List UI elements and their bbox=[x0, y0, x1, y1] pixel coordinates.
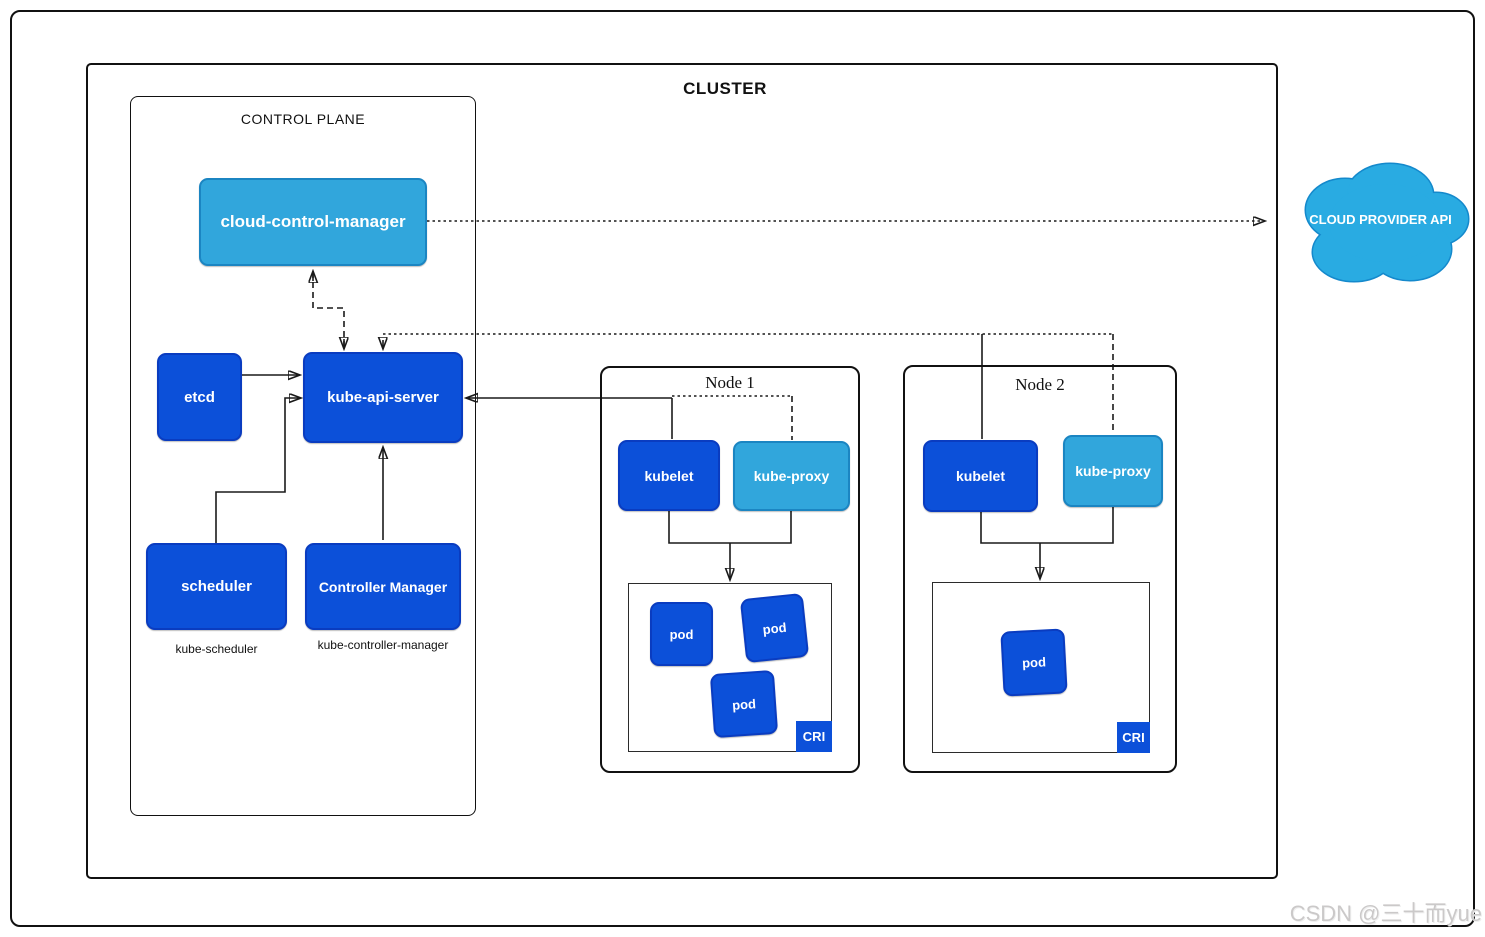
node1-kubelet-label: kubelet bbox=[644, 467, 694, 484]
cloud-control-manager-box: cloud-control-manager bbox=[199, 178, 427, 266]
node2-kube-proxy-box: kube-proxy bbox=[1063, 435, 1163, 507]
node2-kube-proxy-label: kube-proxy bbox=[1075, 463, 1151, 479]
node1-title: Node 1 bbox=[705, 373, 755, 392]
node2-pod-1-label: pod bbox=[1021, 654, 1047, 671]
node1-pod-2-label: pod bbox=[761, 619, 788, 637]
etcd-box: etcd bbox=[157, 353, 242, 441]
outer-frame bbox=[10, 10, 1475, 927]
controller-manager-label: Controller Manager bbox=[318, 578, 448, 595]
scheduler-label: scheduler bbox=[181, 578, 252, 595]
node1-pod-2: pod bbox=[739, 592, 810, 664]
node2-kubelet-box: kubelet bbox=[923, 440, 1038, 512]
node2-title: Node 2 bbox=[1015, 375, 1065, 394]
node1-box bbox=[600, 366, 860, 773]
etcd-label: etcd bbox=[184, 388, 215, 406]
scheduler-caption: kube-scheduler bbox=[175, 642, 258, 656]
cloud-provider-api-label: CLOUD PROVIDER API bbox=[1309, 212, 1452, 227]
controller-manager-caption: kube-controller-manager bbox=[317, 638, 449, 652]
control-plane-box bbox=[130, 96, 476, 816]
node1-pod-3: pod bbox=[709, 669, 779, 739]
controller-manager-box: Controller Manager bbox=[305, 543, 461, 630]
node1-cri-tag: CRI bbox=[796, 721, 832, 752]
node2-cri-tag: CRI bbox=[1117, 722, 1150, 753]
node1-kube-proxy-box: kube-proxy bbox=[733, 441, 850, 511]
kube-api-server-label: kube-api-server bbox=[327, 389, 439, 406]
cloud-shape bbox=[1304, 162, 1470, 283]
watermark: CSDN @三十而yue bbox=[1289, 901, 1482, 926]
node2-box bbox=[903, 365, 1177, 773]
node1-pod-1: pod bbox=[650, 602, 713, 666]
node1-kubelet-box: kubelet bbox=[618, 440, 720, 511]
node2-pod-1: pod bbox=[1000, 628, 1068, 697]
node1-kube-proxy-label: kube-proxy bbox=[753, 468, 830, 484]
node2-kubelet-label: kubelet bbox=[955, 468, 1005, 484]
node1-pod-3-label: pod bbox=[731, 695, 757, 713]
node1-pod-1-label: pod bbox=[669, 626, 694, 642]
cloud-control-manager-label: cloud-control-manager bbox=[220, 212, 406, 231]
cluster-title: CLUSTER bbox=[683, 79, 767, 98]
scheduler-box: scheduler bbox=[146, 543, 287, 630]
node1-cri-label: CRI bbox=[802, 729, 826, 744]
kube-api-server-box: kube-api-server bbox=[303, 352, 463, 443]
control-plane-title: CONTROL PLANE bbox=[240, 111, 366, 127]
cluster-box bbox=[86, 63, 1278, 879]
node2-cri-label: CRI bbox=[1122, 730, 1145, 745]
